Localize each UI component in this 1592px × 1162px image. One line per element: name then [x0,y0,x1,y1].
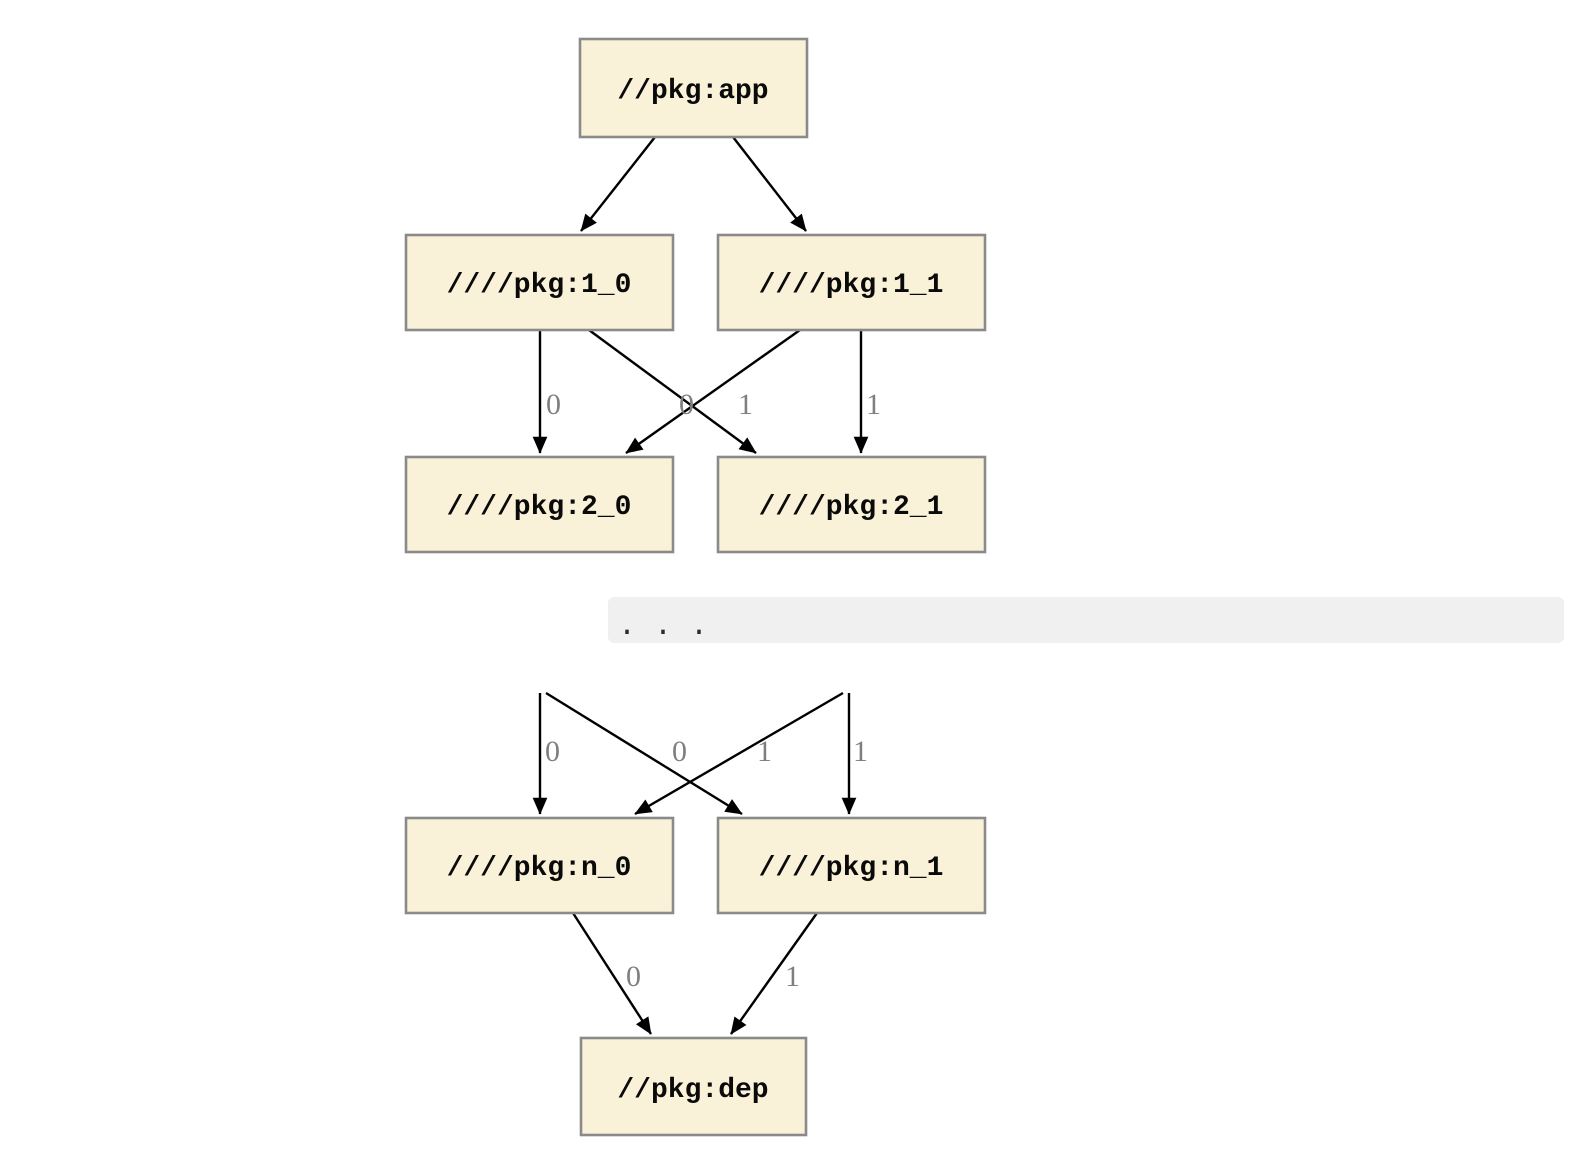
edge-app-to-1_0 [580,136,656,232]
node-app: //pkg:app [578,37,809,139]
edge-label-1_0-to-2_1: 1 [738,388,753,421]
edge-label-1_0-to-2_0: 0 [546,388,561,421]
node-n_1: ////pkg:n_1 [716,816,987,915]
edge-1_0-to-2_1 [588,329,757,454]
node-1_0: ////pkg:1_0 [404,233,675,332]
edge-app-to-1_1 [732,136,807,232]
ellipsis-text: . . . [618,610,708,644]
node-n_1-label: ////pkg:n_1 [759,853,944,884]
edge-1_1-to-2_0 [625,329,801,454]
edge-n_0-to-dep [571,912,653,1035]
edge-label-prev-to-n_1: 1 [757,735,772,768]
node-n_0-box [404,816,675,915]
ellipsis-band: . . . [608,597,1564,644]
edge-labels: 0 0 1 1 0 0 1 1 0 1 [545,388,881,993]
node-2_0-label: ////pkg:2_0 [447,492,632,523]
node-2_1: ////pkg:2_1 [716,455,987,554]
edge-label-prev2-to-n_0: 0 [672,735,687,768]
node-n_1-box [716,816,987,915]
node-1_0-box [404,233,675,332]
edge-label-prev-to-n_0: 0 [545,735,560,768]
node-n_0-label: ////pkg:n_0 [447,853,632,884]
edge-prev2-to-n_0 [634,691,844,816]
node-1_0-label: ////pkg:1_0 [447,270,632,301]
node-2_0: ////pkg:2_0 [404,455,675,554]
node-1_1-label: ////pkg:1_1 [759,270,944,301]
node-app-label: //pkg:app [617,76,768,107]
edge-label-n_0-to-dep: 0 [626,960,641,993]
node-dep-label: //pkg:dep [617,1075,768,1106]
node-1_1-box [716,233,987,332]
node-2_1-label: ////pkg:2_1 [759,492,944,523]
edge-label-prev2-to-n_1: 1 [853,735,868,768]
node-dep: //pkg:dep [579,1036,808,1137]
node-dep-box [579,1036,808,1137]
edge-label-1_1-to-2_1: 1 [866,388,881,421]
node-app-box [578,37,809,139]
node-n_0: ////pkg:n_0 [404,816,675,915]
edge-lines [532,136,869,1035]
node-2_1-box [716,455,987,554]
edge-prev-to-n_1 [545,691,743,816]
edge-n_1-to-dep [730,912,818,1035]
edge-label-n_1-to-dep: 1 [785,960,800,993]
node-1_1: ////pkg:1_1 [716,233,987,332]
edge-label-1_1-to-2_0: 0 [679,388,694,421]
node-2_0-box [404,455,675,554]
ellipsis-band-background [608,597,1564,643]
